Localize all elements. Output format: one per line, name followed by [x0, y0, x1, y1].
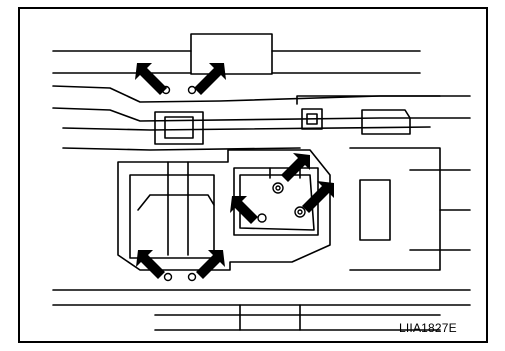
figure-code: LIIA1827E: [399, 321, 457, 335]
upper-cross-member: [52, 85, 471, 103]
arrow-icon: [135, 63, 167, 95]
lower-housing: [117, 149, 331, 271]
arrow-icon: [196, 250, 225, 279]
bolt-icon: [187, 272, 197, 282]
top-panel: [190, 33, 273, 75]
latch-plate: [233, 167, 319, 236]
left-bracket: [154, 111, 204, 145]
arrow-icon: [302, 181, 334, 213]
arrow-icon: [136, 250, 165, 279]
bolt-icon: [257, 213, 267, 223]
arrow-icon: [281, 153, 310, 182]
arrow-icon: [230, 196, 258, 224]
bolt-icon: [163, 272, 173, 282]
arrow-icon: [194, 63, 226, 95]
right-block: [361, 109, 411, 135]
bolt-icon: [187, 85, 197, 95]
small-square: [301, 108, 323, 130]
figure-frame: [18, 7, 488, 343]
